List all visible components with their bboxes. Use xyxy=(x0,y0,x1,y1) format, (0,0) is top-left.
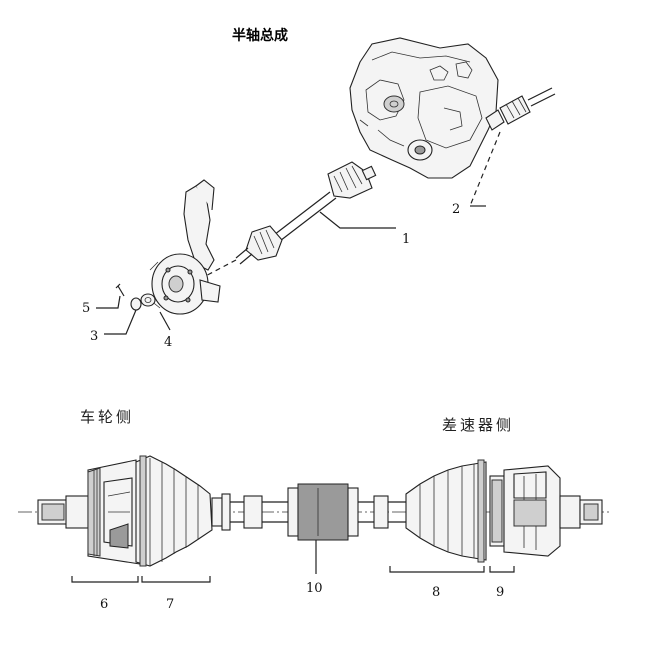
callout-3: 3 xyxy=(90,329,98,344)
callout-5: 5 xyxy=(82,301,90,316)
steering-knuckle xyxy=(149,179,221,315)
sectioned-half-shaft xyxy=(18,455,612,567)
callout-8: 8 xyxy=(432,585,440,600)
callout-9: 9 xyxy=(496,585,504,600)
diagram-title: 半轴总成 xyxy=(232,27,288,44)
hub-nut-parts xyxy=(115,283,156,311)
differential-side-label: 差速器侧 xyxy=(442,416,514,434)
callout-1: 1 xyxy=(402,232,410,247)
top-leaders xyxy=(96,211,396,335)
right-stub-shaft xyxy=(469,87,556,207)
bottom-brackets xyxy=(71,540,515,583)
top-half-shaft xyxy=(197,161,377,281)
callout-10: 10 xyxy=(306,581,323,596)
transaxle-housing xyxy=(349,37,499,179)
callout-7: 7 xyxy=(166,597,174,612)
callout-2: 2 xyxy=(452,202,460,217)
callout-6: 6 xyxy=(100,597,108,612)
wheel-side-label: 车轮侧 xyxy=(80,408,134,426)
callout-4: 4 xyxy=(164,335,172,350)
